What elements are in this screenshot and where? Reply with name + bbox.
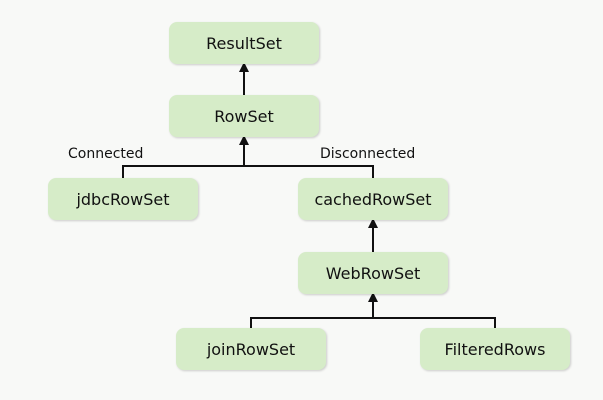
node-joinrowset: joinRowSet xyxy=(176,328,326,370)
node-filteredrows: FilteredRows xyxy=(420,328,570,370)
node-joinrowset-label: joinRowSet xyxy=(206,339,296,359)
node-rowset-label: RowSet xyxy=(214,106,274,126)
connector-jdbcrowset-cachedrowset xyxy=(122,165,374,178)
node-webrowset: WebRowSet xyxy=(298,252,448,294)
node-jdbcrowset: jdbcRowSet xyxy=(48,178,198,220)
node-resultset-label: ResultSet xyxy=(206,33,282,53)
label-connected: Connected xyxy=(68,146,144,162)
node-filteredrows-label: FilteredRows xyxy=(444,339,546,359)
label-disconnected: Disconnected xyxy=(320,146,416,162)
connector-joinrowset-filteredrows xyxy=(250,317,496,328)
node-jdbcrowset-label: jdbcRowSet xyxy=(76,189,170,209)
node-cachedrowset-label: cachedRowSet xyxy=(314,189,432,209)
node-webrowset-label: WebRowSet xyxy=(325,263,421,283)
node-resultset: ResultSet xyxy=(169,22,319,64)
node-rowset: RowSet xyxy=(169,95,319,137)
node-cachedrowset: cachedRowSet xyxy=(298,178,448,220)
